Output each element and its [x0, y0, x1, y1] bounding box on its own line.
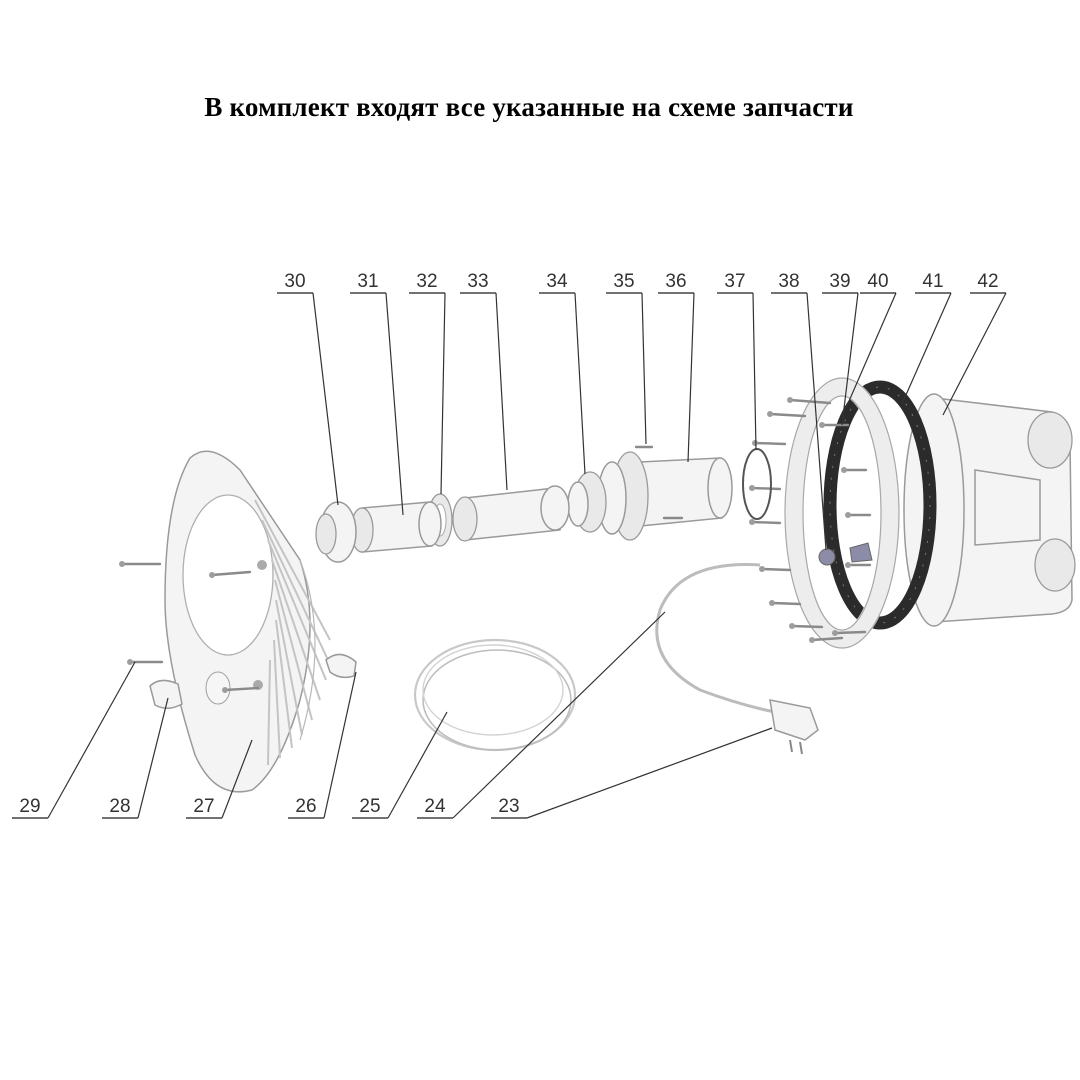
label-33-text: 33: [467, 271, 488, 292]
label-38: 38: [771, 271, 827, 551]
label-26: 26: [288, 671, 357, 819]
label-28: 28: [102, 697, 169, 819]
label-31-text: 31: [357, 271, 378, 292]
label-25: 25: [352, 711, 448, 819]
label-41-text: 41: [922, 271, 943, 292]
connector-part-23: [769, 699, 819, 755]
label-25-text: 25: [359, 796, 380, 817]
label-35: 35: [606, 271, 647, 445]
label-30-text: 30: [284, 271, 305, 292]
cable-part-24: [655, 563, 776, 714]
label-23-text: 23: [498, 796, 519, 817]
label-42: 42: [942, 271, 1007, 416]
label-30: 30: [277, 271, 339, 506]
label-29: 29: [12, 661, 136, 819]
o-ring-part-37: [742, 448, 772, 520]
label-40-text: 40: [867, 271, 888, 292]
label-27-text: 27: [193, 796, 214, 817]
flange-screws: [749, 397, 872, 643]
label-37-text: 37: [724, 271, 745, 292]
label-28-text: 28: [109, 796, 130, 817]
label-40: 40: [845, 271, 897, 409]
label-23: 23: [491, 727, 773, 819]
label-34: 34: [539, 271, 586, 475]
label-36-text: 36: [665, 271, 686, 292]
gasket-part-41: [823, 380, 937, 630]
label-32-text: 32: [416, 271, 437, 292]
label-39: 39: [822, 271, 859, 426]
label-39-text: 39: [829, 271, 850, 292]
clip-part-28: [149, 679, 183, 709]
label-29-text: 29: [19, 796, 40, 817]
label-42-text: 42: [977, 271, 998, 292]
page-title: В комплект входят все указанные на схеме…: [204, 92, 854, 122]
label-38-text: 38: [778, 271, 799, 292]
nut-part-34: [567, 471, 607, 533]
label-26-text: 26: [295, 796, 316, 817]
label-27: 27: [186, 739, 253, 819]
label-33: 33: [460, 271, 508, 491]
label-37: 37: [717, 271, 757, 451]
label-24-text: 24: [424, 796, 446, 817]
gland-nut-part-30: [315, 501, 357, 563]
label-35-text: 35: [613, 271, 634, 292]
cable-gland-parts-38-39: [818, 542, 873, 566]
label-24: 24: [417, 611, 666, 819]
cable-coil-part-25: [413, 638, 577, 752]
screws-part-29: [119, 561, 164, 665]
label-41: 41: [901, 271, 952, 405]
tube-part-33: [452, 485, 570, 542]
lamp-body-part-36: [597, 445, 733, 541]
insert-tube-part-31: [350, 501, 442, 553]
clip-part-26: [325, 653, 357, 679]
front-cover-part-27: [164, 450, 331, 793]
label-36: 36: [658, 271, 695, 463]
label-31: 31: [350, 271, 404, 516]
label-34-text: 34: [546, 271, 568, 292]
label-32: 32: [409, 271, 446, 495]
